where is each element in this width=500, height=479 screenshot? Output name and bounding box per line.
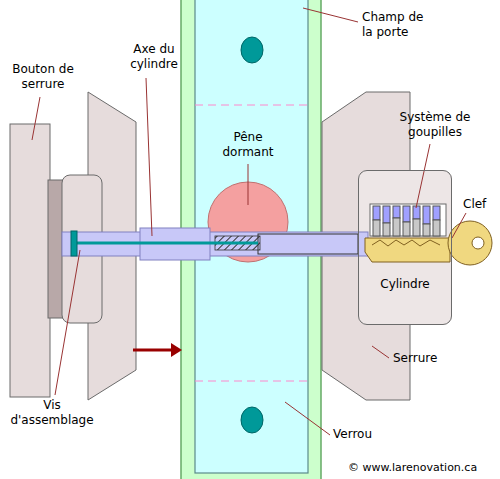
dashed-line	[195, 105, 308, 106]
screw-hole	[241, 407, 263, 433]
key-hole	[472, 237, 484, 249]
tailpiece	[258, 234, 358, 254]
pin-chamber	[370, 204, 446, 236]
knob-plate	[10, 124, 50, 397]
knob-neck	[48, 180, 63, 318]
copyright-note: © www.larenovation.ca	[348, 460, 496, 475]
screw-hole	[241, 37, 263, 63]
cylinder-axis	[62, 232, 368, 256]
screw-head	[71, 231, 77, 256]
part-label: Pêne dormant	[216, 130, 280, 160]
part-label: Clef	[463, 197, 497, 212]
part-label: Champ de la porte	[362, 10, 424, 40]
part-label: Axe du cylindre	[118, 42, 190, 72]
dashed-line	[195, 381, 308, 382]
assembly-screw	[76, 242, 258, 245]
leader-lines	[32, 8, 466, 435]
key-head	[448, 221, 492, 265]
direction-arrow	[133, 349, 172, 352]
part-label: Vis d'assemblage	[4, 398, 100, 428]
part-label: Serrure	[393, 351, 463, 366]
arrow-head	[171, 343, 182, 357]
cylinder-box: Cylindre	[358, 170, 452, 325]
key-cuts	[372, 240, 440, 246]
key-blade	[365, 238, 450, 262]
part-label: Verrou	[333, 427, 403, 442]
part-label: Système de goupilles	[393, 110, 477, 140]
pins	[373, 206, 440, 236]
cylinder-label: Cylindre	[359, 277, 451, 292]
part-label: Bouton de serrure	[6, 62, 80, 92]
cylinder-fill	[358, 170, 452, 325]
